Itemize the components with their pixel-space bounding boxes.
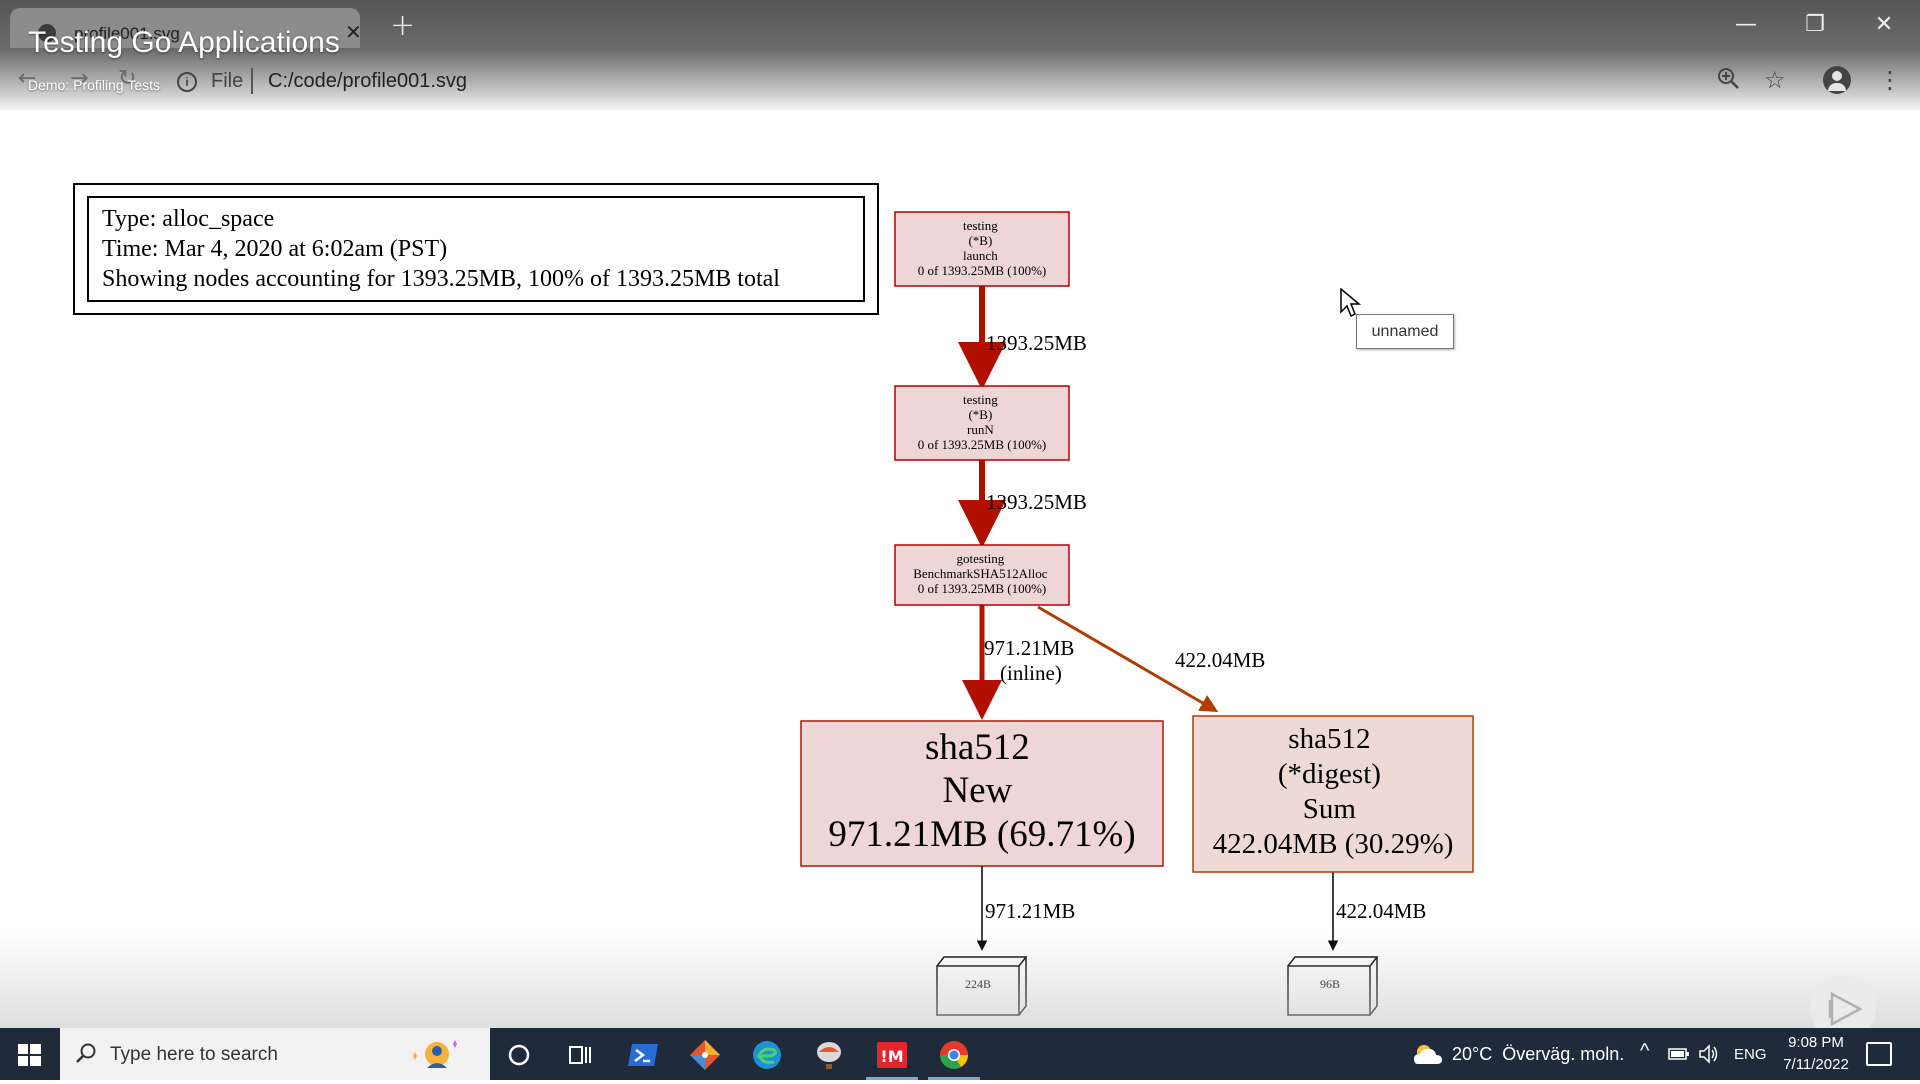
svg-text:testing (*B) l: testing (*B) launch 0 of 1393.25MB (100%… [918,218,1047,278]
course-subtitle: Demo: Profiling Tests [28,77,161,93]
edge-browser-icon[interactable] [750,1038,784,1072]
weather-text[interactable]: 20°C Överväg. moln. [1452,1044,1625,1064]
volume-icon[interactable] [1698,1044,1720,1064]
back-icon[interactable]: ← [18,66,37,91]
svg-text:!M: !M [880,1047,903,1066]
edge-launch-runn[interactable]: 1393.25MB [958,286,1087,390]
windows-taskbar: Type here to search !M 20°C Överväg. mol… [0,1028,1920,1080]
clock-time[interactable]: 9:08 PM [1788,1034,1844,1051]
edge-label: 971.21MB [985,899,1075,923]
profile-legend: Type: alloc_space Time: Mar 4, 2020 at 6… [73,183,879,315]
active-indicator [866,1077,918,1080]
close-tab-icon[interactable]: ✕ [345,20,362,44]
svg-text:testing (*B) r: testing (*B) runN 0 of 1393.25MB (100%) [918,392,1047,452]
svg-text:224B: 224B [965,977,991,991]
powershell-icon[interactable] [626,1038,660,1072]
address-bar[interactable]: C:/code/profile001.svg [268,70,468,92]
restore-button[interactable]: ❐ [1805,12,1825,37]
search-highlight-icon [413,1040,457,1068]
profile-avatar-icon[interactable] [1823,66,1851,94]
edge-label: 1393.25MB [986,490,1087,514]
notification-icon[interactable] [1866,1042,1892,1066]
git-tool-icon[interactable] [688,1038,722,1072]
block-224b[interactable]: 224B [936,956,1028,1016]
legend-type: Type: alloc_space [102,206,274,232]
edge-runn-bench[interactable]: 1393.25MB [958,460,1087,548]
block-96b[interactable]: 96B [1287,956,1379,1016]
edge-label: 971.21MB [984,636,1074,660]
clock-date[interactable]: 7/11/2022 [1783,1056,1849,1073]
svg-text:96B: 96B [1320,977,1340,991]
address-separator [251,68,253,94]
browser-chrome: profile001.svg ✕ + — ❐ ✕ ← → ↻ Testing G… [0,0,1920,110]
node-sha512-new[interactable]: sha512 New 971.21MB (69.71%) [800,720,1164,867]
svg-text:sha512 (*digest): sha512 (*digest) Sum 422.04MB (30.29%) [1213,723,1454,860]
new-tab-button[interactable]: + [390,8,416,43]
edge-bench-new[interactable]: 971.21MB (inline) [962,605,1074,720]
info-icon[interactable]: i [177,72,197,92]
course-title: Testing Go Applications [28,26,340,59]
legend-time: Time: Mar 4, 2020 at 6:02am (PST) [102,236,447,262]
menu-kebab-icon[interactable]: ⋮ [1878,66,1902,94]
forward-icon[interactable]: → [70,66,89,91]
chevron-up-icon[interactable]: ^ [1640,1040,1650,1062]
red-app-icon[interactable]: !M [875,1038,909,1072]
edge-new-224b[interactable]: 971.21MB [976,866,1075,951]
reload-icon[interactable]: ↻ [118,66,137,91]
task-view-icon[interactable] [563,1038,597,1072]
svg-viewport: Type: alloc_space Time: Mar 4, 2020 at 6… [0,110,1920,1028]
minimize-button[interactable]: — [1735,12,1757,37]
app-hot-air-icon[interactable] [812,1038,846,1072]
bookmark-star-icon[interactable]: ☆ [1764,66,1786,94]
browser-tab[interactable]: profile001.svg ✕ [10,8,362,48]
pprof-graph: Type: alloc_space Time: Mar 4, 2020 at 6… [73,183,1474,1016]
tab-title: profile001.svg [74,24,180,43]
language-indicator[interactable]: ENG [1734,1046,1767,1063]
zoom-icon[interactable] [1716,66,1740,96]
search-icon [76,1043,96,1063]
edge-label: 422.04MB [1175,648,1265,672]
cloud-weather-icon[interactable] [1412,1040,1444,1068]
svg-text:sha512 New 971: sha512 New 971.21MB (69.71%) [828,727,1135,855]
tooltip: unnamed [1356,314,1454,349]
close-window-button[interactable]: ✕ [1874,12,1894,37]
node-testing-launch[interactable]: testing (*B) launch 0 of 1393.25MB (100%… [894,211,1070,287]
edge-label: 422.04MB [1336,899,1426,923]
edge-sum-96b[interactable]: 422.04MB [1327,872,1426,951]
mouse-pointer-icon [1340,287,1362,322]
battery-icon[interactable] [1668,1046,1690,1062]
node-testing-runn[interactable]: testing (*B) runN 0 of 1393.25MB (100%) [894,385,1070,461]
edge-label: 1393.25MB [986,331,1087,355]
globe-icon [38,24,56,42]
cortana-icon[interactable] [502,1038,536,1072]
node-sha512-digest-sum[interactable]: sha512 (*digest) Sum 422.04MB (30.29%) [1192,715,1474,873]
node-benchmark-sha512alloc[interactable]: gotesting BenchmarkSHA512Alloc 0 of 1393… [894,544,1070,606]
address-scheme: File [211,70,244,92]
active-indicator [928,1077,980,1080]
edge-label-inline: (inline) [1000,661,1062,685]
start-windows-icon[interactable] [0,1028,60,1080]
edge-bench-sum[interactable]: 422.04MB [1037,605,1265,713]
chrome-icon[interactable] [937,1038,971,1072]
svg-text:gotesting BenchmarkSHA: gotesting BenchmarkSHA512Alloc 0 of 1393… [913,551,1051,596]
search-placeholder: Type here to search [110,1044,278,1065]
taskbar-search-input[interactable]: Type here to search [60,1028,490,1080]
legend-summary: Showing nodes accounting for 1393.25MB, … [102,266,780,292]
